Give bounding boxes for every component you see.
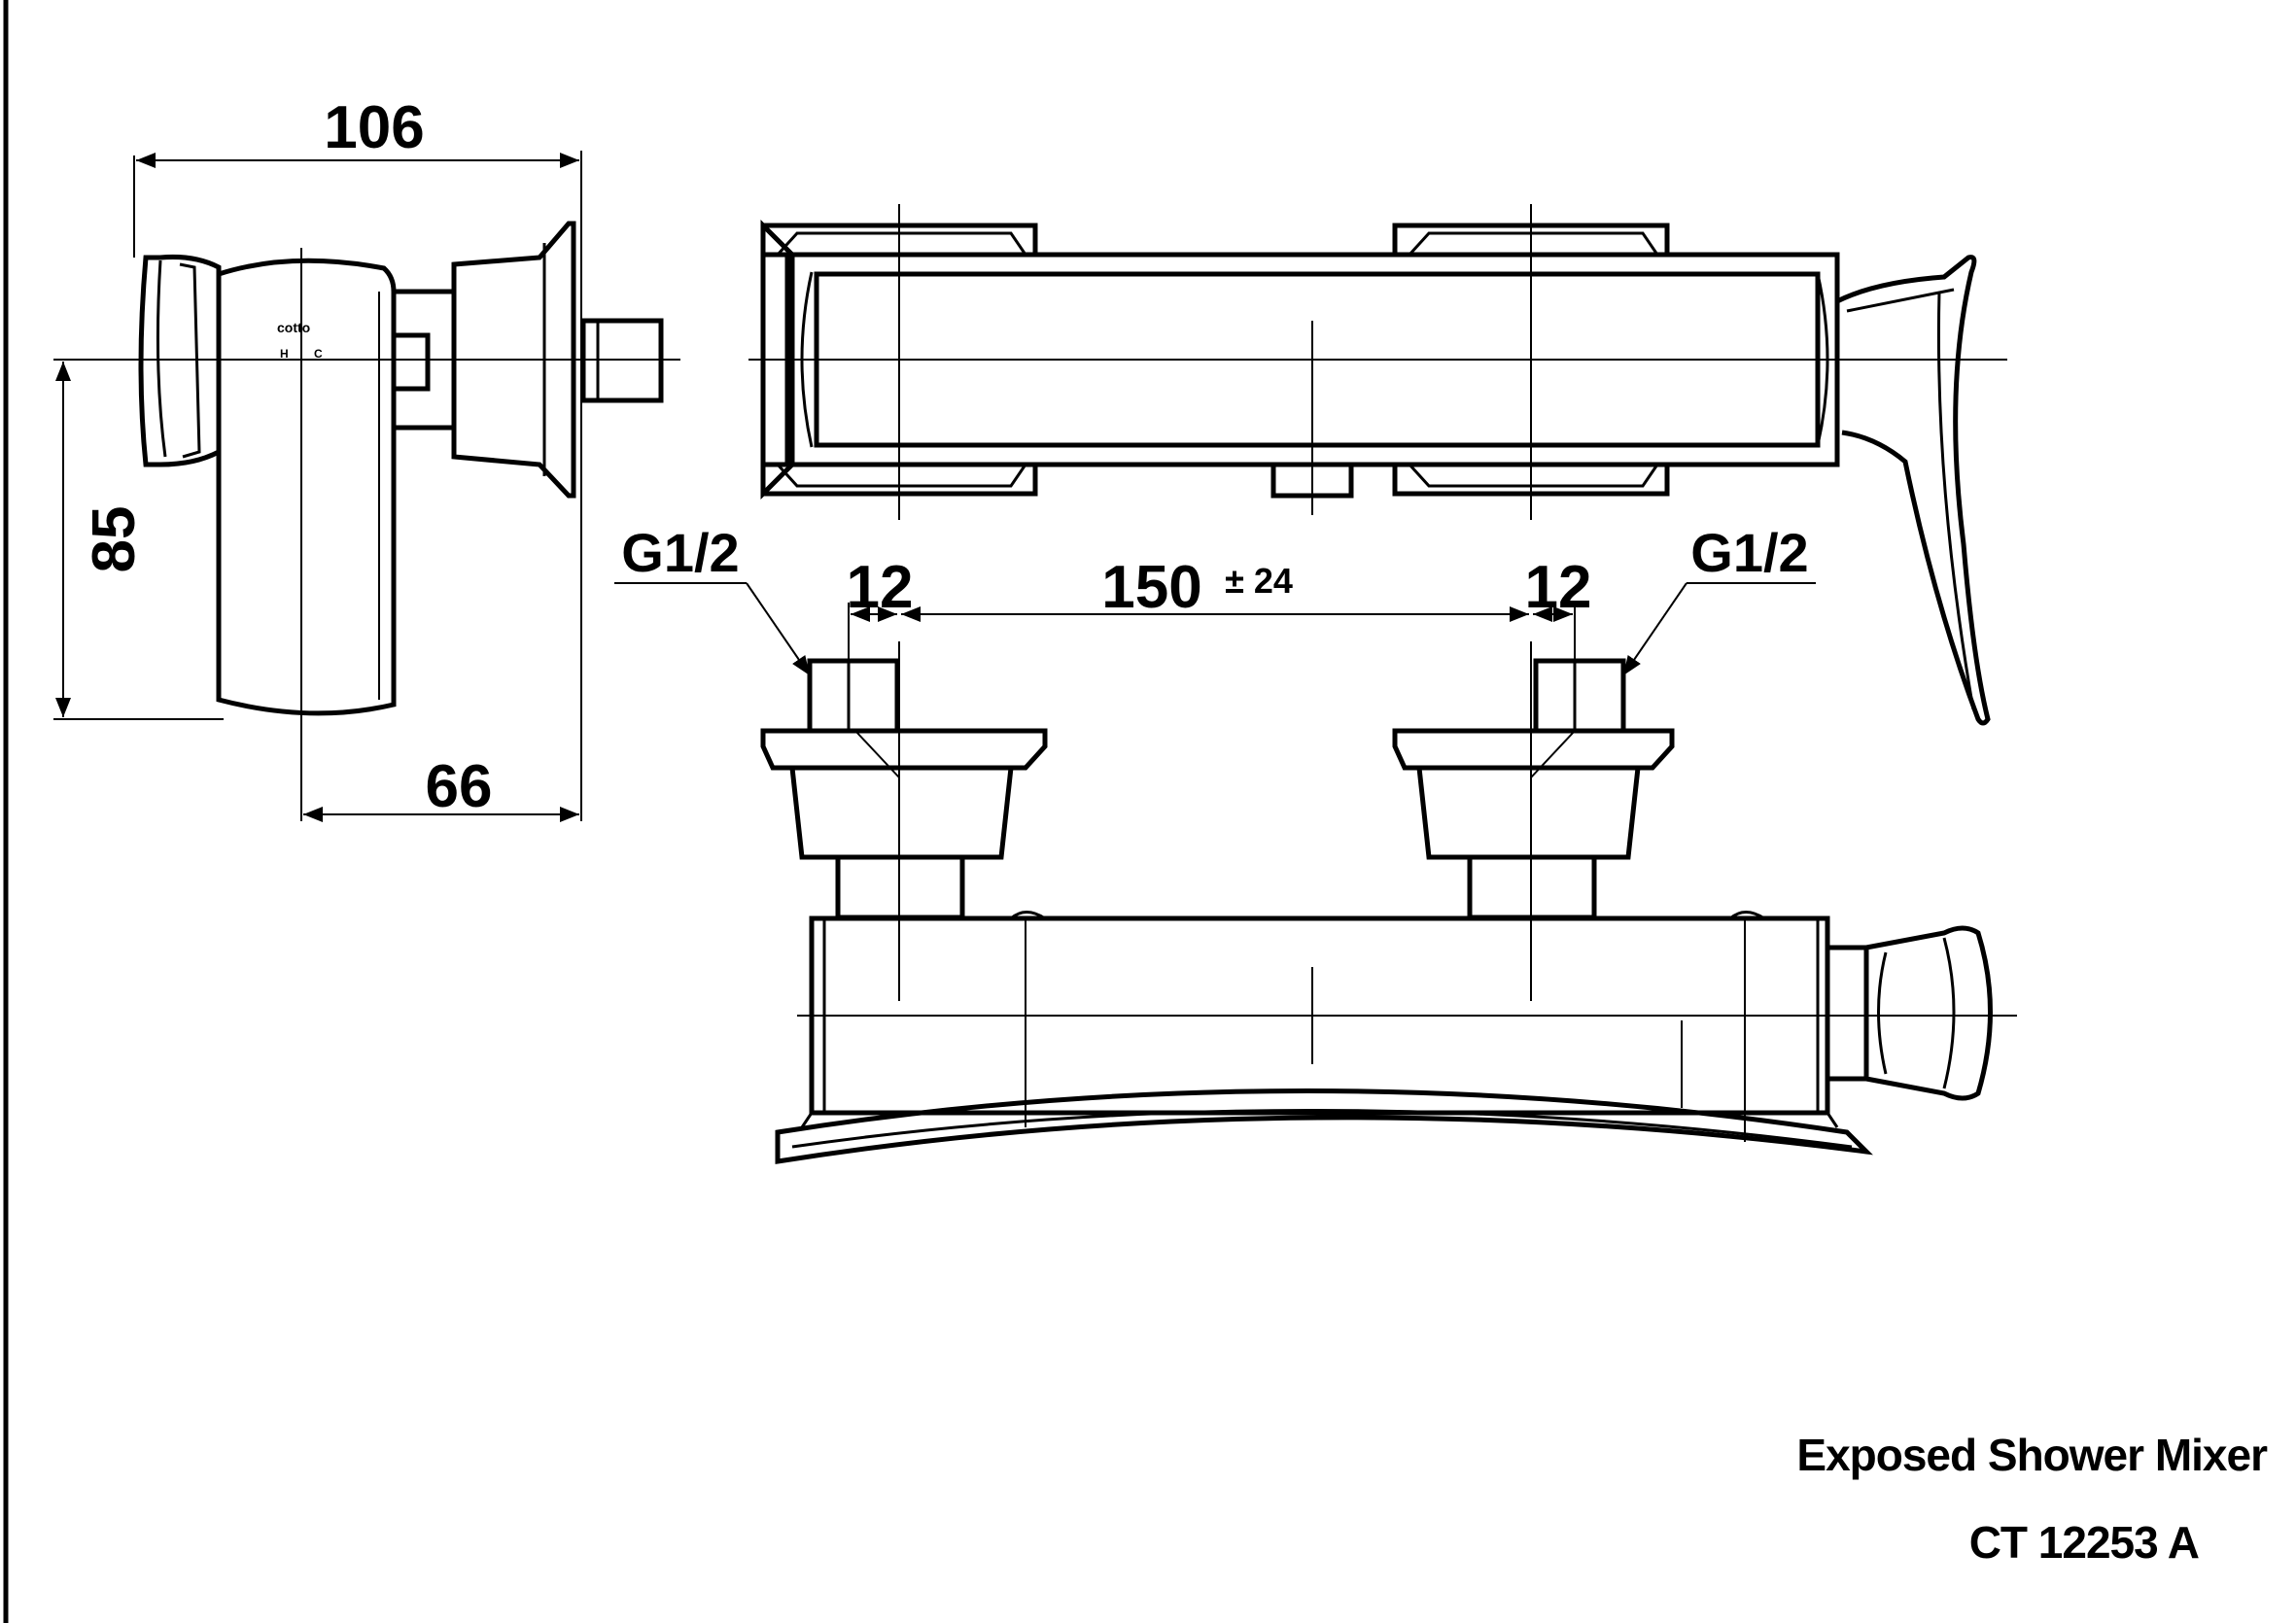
thread-label-left: G1/2 [621, 522, 739, 583]
title-block: Exposed Shower Mixer CT 12253 A [1684, 1409, 2268, 1623]
dim-pipe-offset-left: 12 [847, 554, 914, 621]
thread-label-right: G1/2 [1690, 522, 1808, 583]
dim-pipe-offset-right: 12 [1525, 554, 1592, 621]
model-code: CT 12253 A [1968, 1517, 2200, 1568]
dim-width-total: 106 [324, 94, 424, 161]
dim-inlet-spacing: 150 [1101, 554, 1201, 621]
top-view [748, 204, 2007, 726]
hot-mark: H [280, 347, 289, 361]
dim-depth-body: 66 [426, 753, 493, 820]
brand-mark: cotto [277, 320, 310, 335]
front-view: 12 150 ± 24 12 G1/2 G1/2 [614, 522, 2017, 1164]
dim-height-total: 85 [81, 506, 148, 573]
dim-inlet-tolerance: ± 24 [1225, 561, 1293, 601]
product-name: Exposed Shower Mixer [1796, 1430, 2268, 1480]
side-view: cotto H C 106 85 66 [53, 94, 680, 822]
cold-mark: C [314, 347, 323, 361]
